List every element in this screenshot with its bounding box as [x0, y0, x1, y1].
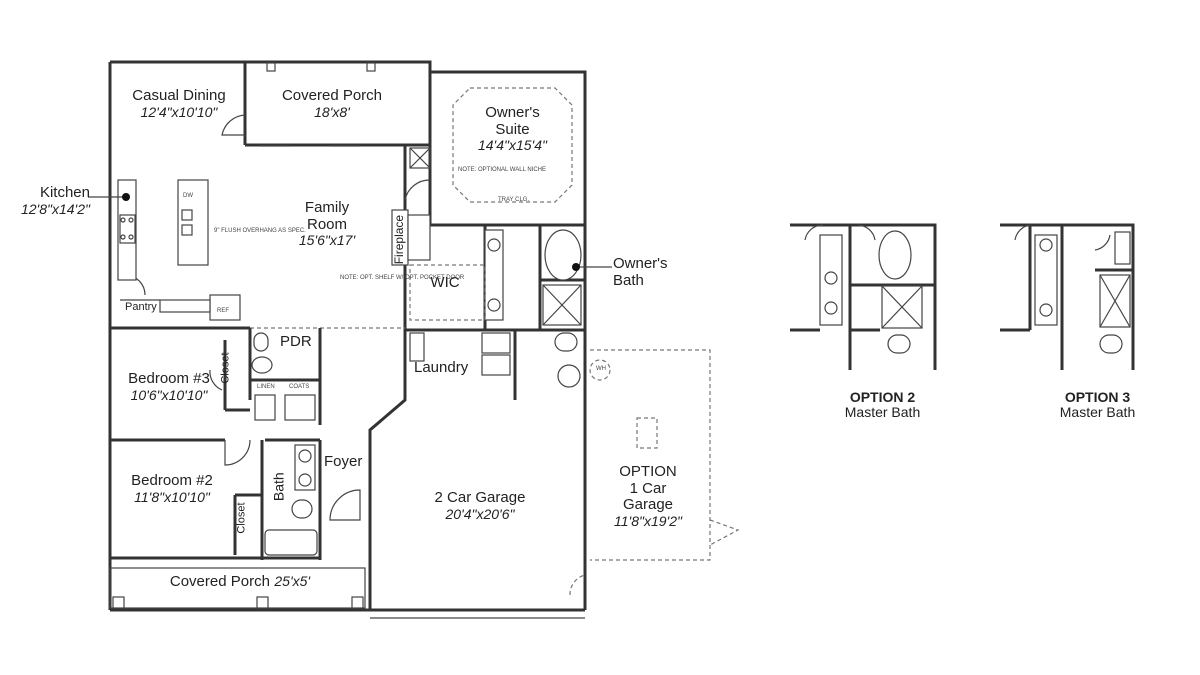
porch-outlines — [109, 62, 376, 609]
casual-dining-label: Casual Dining 12'4"x10'10" — [115, 87, 243, 120]
secondary-fixtures — [251, 332, 581, 556]
rear-porch-label: Covered Porch 18'x8' — [262, 87, 402, 120]
closet2-name: Closet — [235, 502, 248, 534]
front-porch-dim: 25'x5' — [274, 573, 311, 589]
wh-label: WH — [596, 366, 606, 372]
owners-suite-dim: 14'4"x15'4" — [477, 137, 547, 153]
pantry-label: Pantry — [125, 301, 157, 313]
linen-label: LINEN — [257, 384, 275, 390]
shelf-note: NOTE: OPT. SHELF W/ OPT. POCKET DOOR — [340, 275, 465, 281]
garage2-label: 2 Car Garage 20'4"x20'6" — [410, 489, 550, 522]
garage1-name: OPTION 1 Car Garage — [619, 463, 677, 513]
kitchen-fixtures — [117, 179, 241, 321]
option3-subtitle: Master Bath — [1059, 404, 1136, 421]
rear-porch-dim: 18'x8' — [314, 103, 350, 120]
option2-label: OPTION 2 Master Bath — [815, 389, 950, 421]
tray-ceiling-outline — [452, 87, 573, 203]
bedroom3-name: Bedroom #3 — [128, 370, 210, 387]
foyer-label: Foyer — [324, 453, 363, 470]
front-porch-label: Covered Porch 25'x5' — [130, 573, 350, 591]
garage1-label: OPTION 1 Car Garage 11'8"x19'2" — [598, 463, 698, 529]
option2-title: OPTION 2 — [849, 389, 916, 405]
owners-suite-label: Owner's Suite 14'4"x15'4" — [460, 104, 565, 153]
bedroom3-label: Bedroom #3 10'6"x10'10" — [115, 370, 223, 403]
fireplace-label: Fireplace — [372, 215, 428, 264]
rear-porch-name: Covered Porch — [281, 87, 383, 104]
family-room-label: Family Room 15'6"x17' — [282, 199, 372, 248]
fireplace-name: Fireplace — [392, 214, 407, 265]
casual-dining-name: Casual Dining — [132, 87, 226, 104]
family-room-name: Family Room — [304, 199, 350, 233]
kitchen-label: Kitchen 12'8"x14'2" — [10, 184, 90, 217]
option2-bath-drawing — [790, 223, 937, 370]
closet3-label: Closet — [206, 352, 246, 383]
callout-markers — [88, 193, 612, 271]
ref-label: REF — [217, 308, 229, 314]
laundry-label: Laundry — [414, 359, 469, 376]
option3-label: OPTION 3 Master Bath — [1030, 389, 1165, 421]
tray-clg-note: TRAY CLG. — [498, 197, 530, 203]
flush-overhang-note: 9" FLUSH OVERHANG AS SPEC. — [214, 228, 306, 234]
bedroom2-dim: 11'8"x10'10" — [134, 488, 210, 505]
kitchen-name: Kitchen — [39, 184, 90, 201]
garage1-dim: 11'8"x19'2" — [614, 512, 682, 529]
option3-title: OPTION 3 — [1064, 389, 1131, 405]
wic-label: WIC — [430, 274, 460, 291]
option2-subtitle: Master Bath — [844, 404, 921, 421]
garage2-name: 2 Car Garage — [434, 489, 526, 506]
dw-label: DW — [183, 193, 193, 199]
owners-bath-name: Owner's Bath — [613, 255, 668, 289]
wall-niche-note: NOTE: OPTIONAL WALL NICHE — [458, 167, 547, 173]
owners-bath-label: Owner's Bath — [613, 255, 668, 289]
front-porch-name: Covered Porch — [169, 573, 270, 590]
bedroom3-dim: 10'6"x10'10" — [130, 386, 208, 403]
casual-dining-dim: 12'4"x10'10" — [140, 103, 218, 120]
option3-bath-drawing — [1000, 223, 1135, 370]
pdr-label: PDR — [280, 333, 312, 350]
closet2-label: Closet — [222, 502, 262, 533]
optional-garage-outline — [569, 349, 740, 596]
bath-label: Bath — [262, 472, 296, 501]
bath-name: Bath — [270, 472, 287, 502]
owners-bath-fixtures — [409, 147, 582, 352]
garage2-dim: 20'4"x20'6" — [445, 505, 515, 522]
bedroom2-label: Bedroom #2 11'8"x10'10" — [118, 472, 226, 505]
bedroom2-name: Bedroom #2 — [131, 472, 213, 489]
coats-label: COATS — [289, 384, 310, 390]
kitchen-dim: 12'8"x14'2" — [20, 200, 90, 217]
owners-suite-name: Owner's Suite — [485, 104, 540, 138]
family-room-dim: 15'6"x17' — [298, 232, 356, 248]
